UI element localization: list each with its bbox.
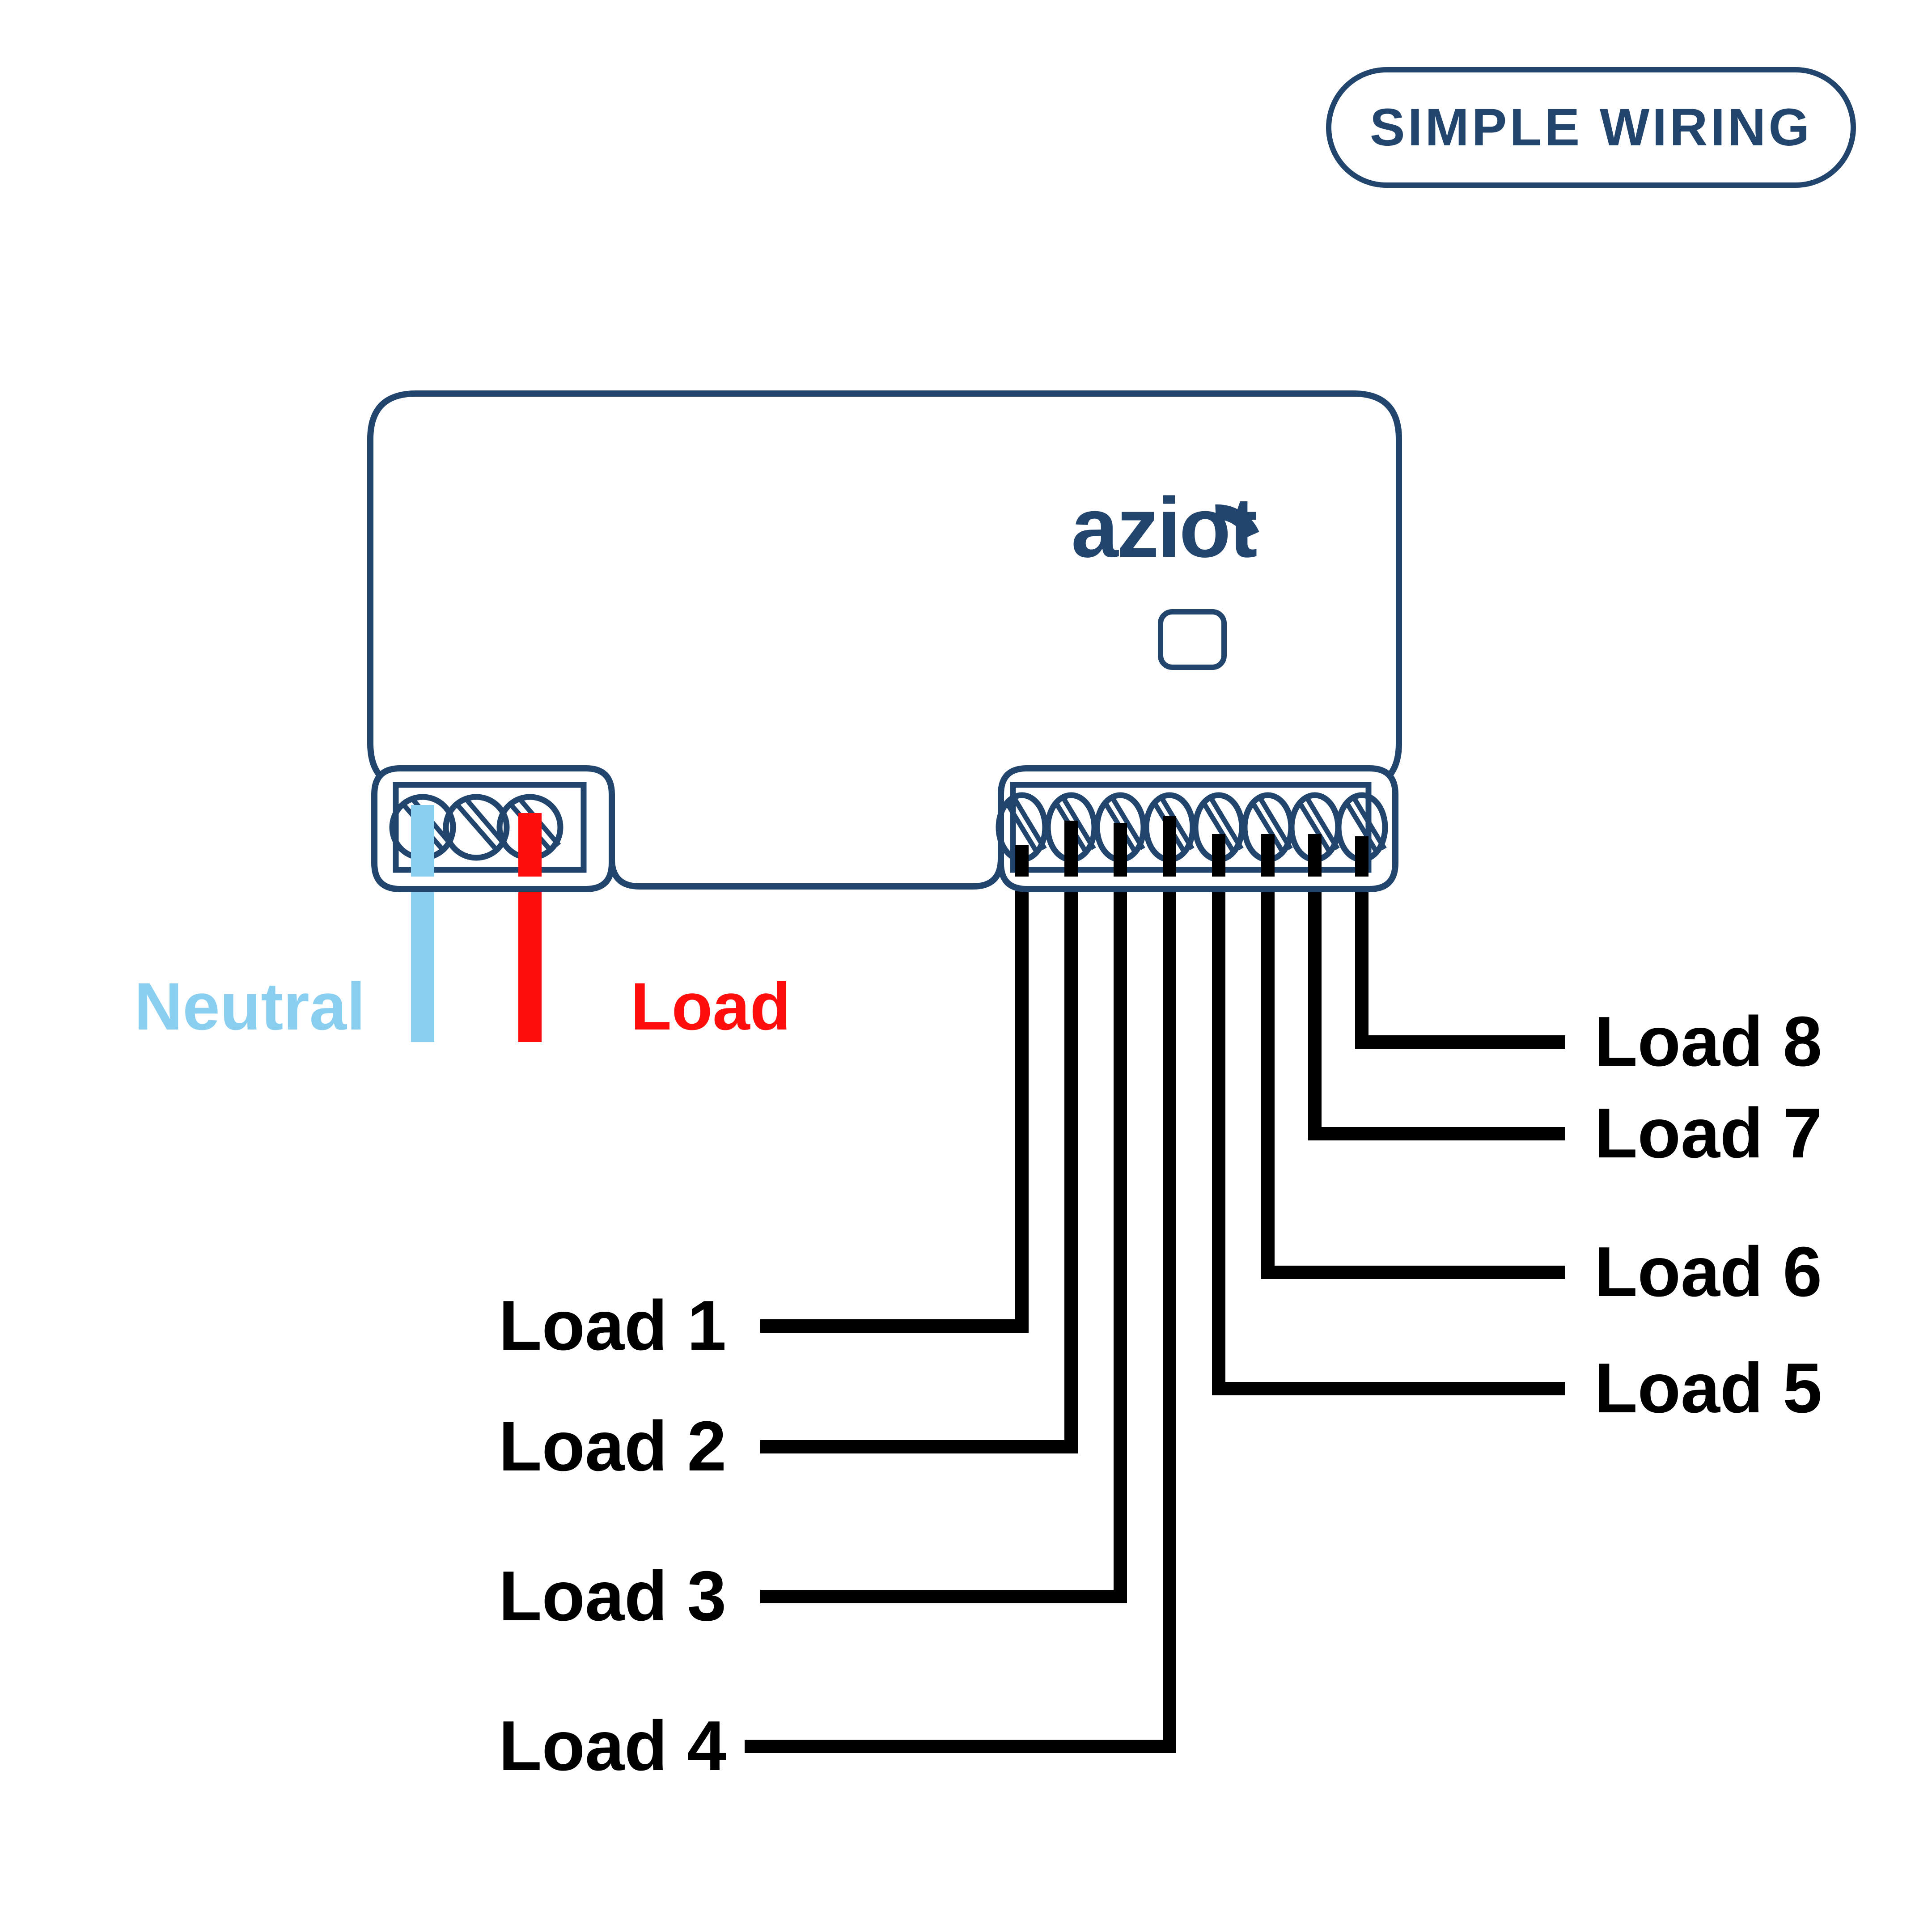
logo-arc-accent-icon [1215, 504, 1259, 538]
load-1-wire [760, 830, 1029, 1333]
load-7-label: Load 7 [1594, 1094, 1822, 1173]
device-body [367, 390, 1402, 890]
load-2-label: Load 2 [499, 1407, 727, 1486]
simple-wiring-badge: SIMPLE WIRING [1326, 67, 1856, 188]
load-3-label: Load 3 [499, 1557, 727, 1635]
load-8-label: Load 8 [1594, 1002, 1822, 1081]
load-4-label: Load 4 [499, 1707, 727, 1785]
load-4-wire [745, 832, 1176, 1753]
load-8-wire [1355, 843, 1565, 1049]
load-3-wire [760, 836, 1127, 1603]
neutral-label: Neutral [134, 969, 365, 1044]
load-6-wire [1261, 843, 1565, 1279]
load-7-wire [1308, 843, 1565, 1140]
aziot-logo: aziot [1071, 480, 1258, 575]
reset-button[interactable] [1158, 609, 1227, 670]
load-6-label: Load 6 [1594, 1233, 1822, 1311]
load-label: Load [631, 969, 791, 1044]
load-1-label: Load 1 [499, 1286, 727, 1365]
load-2-wire [760, 834, 1078, 1453]
simple-wiring-label: SIMPLE WIRING [1369, 98, 1813, 157]
load-5-wire [1212, 843, 1565, 1395]
load-5-label: Load 5 [1594, 1349, 1822, 1428]
